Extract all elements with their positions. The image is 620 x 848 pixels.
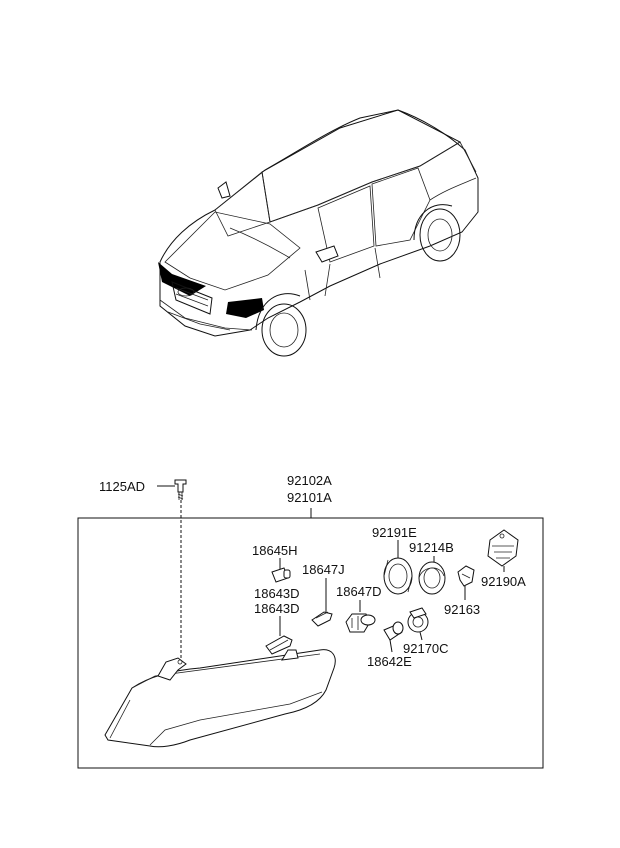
socket-18643d [265, 616, 293, 655]
label-92163: 92163 [444, 602, 480, 617]
socket-92170c [407, 607, 429, 641]
cap-92191e [383, 540, 413, 595]
right-headlight-shape [226, 298, 264, 318]
label-18647j: 18647J [302, 562, 345, 577]
label-18645h: 18645H [252, 543, 298, 558]
left-headlight-shape [158, 262, 206, 296]
headlamp-housing [104, 649, 336, 748]
label-18642e: 18642E [367, 654, 412, 669]
label-91214b: 91214B [409, 540, 454, 555]
label-92170c: 92170C [403, 641, 449, 656]
label-18643d-bottom: 18643D [254, 601, 300, 616]
module-92190a [487, 529, 519, 572]
label-18643d-top: 18643D [254, 586, 300, 601]
car-illustration [158, 109, 479, 357]
bulb-18647d [345, 600, 376, 633]
cap-91214b [418, 556, 446, 595]
label-92190a: 92190A [481, 574, 526, 589]
bulb-18642e [383, 621, 404, 653]
label-92102a: 92102A [287, 473, 332, 488]
assembly-frame [77, 517, 544, 769]
clip-92163 [457, 565, 475, 600]
label-18647d: 18647D [336, 584, 382, 599]
bolt-part [157, 479, 187, 660]
label-92101a: 92101A [287, 490, 332, 505]
label-92191e: 92191E [372, 525, 417, 540]
bulb-18647j [311, 578, 333, 627]
socket-18645h [271, 558, 291, 583]
label-1125ad: 1125AD [99, 479, 145, 494]
